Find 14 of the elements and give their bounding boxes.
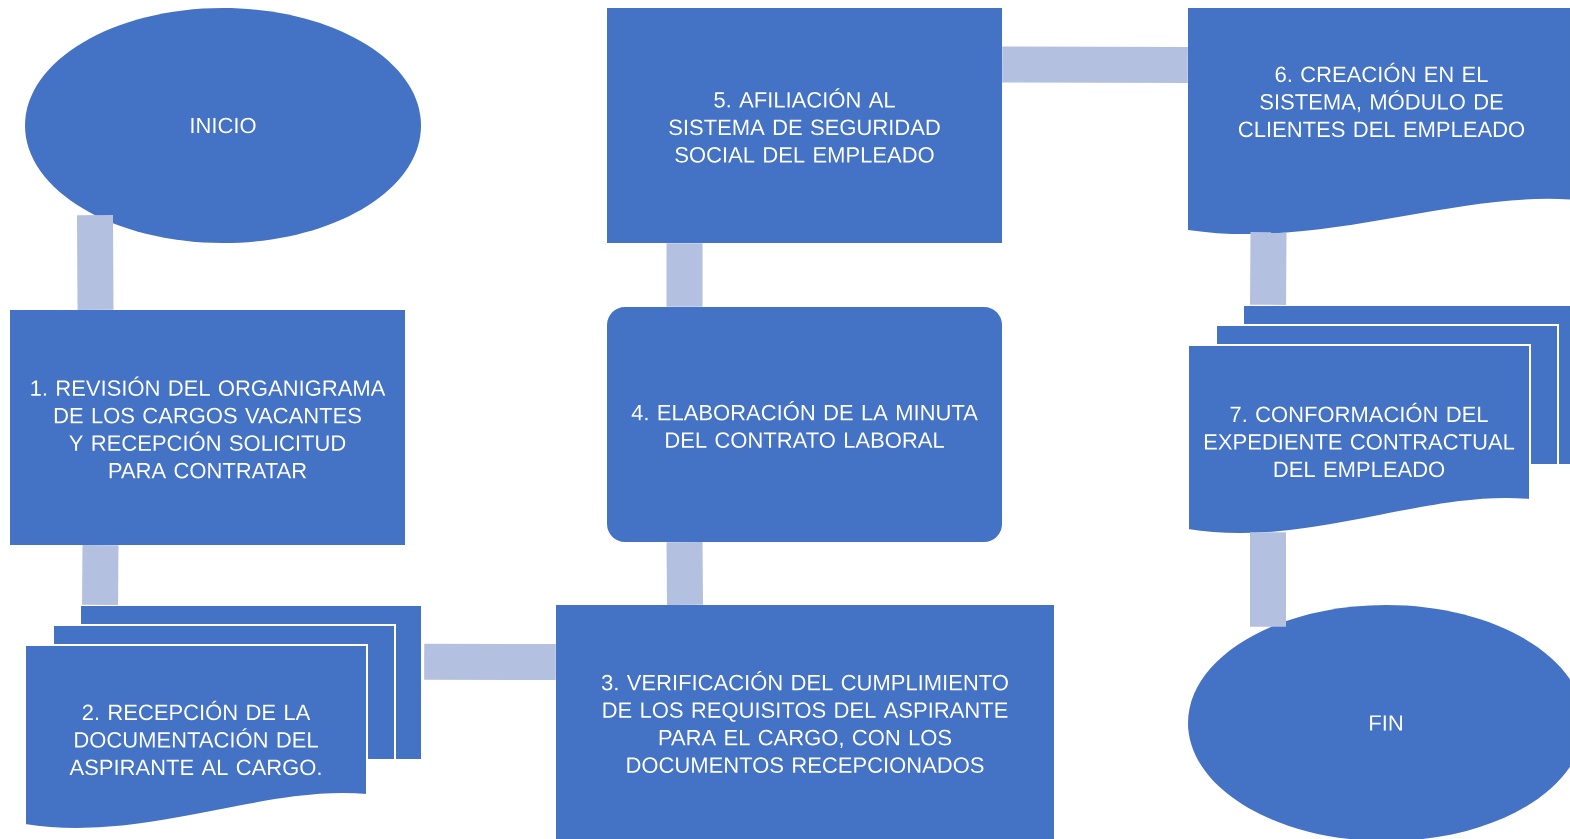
- document-stack: 7. CONFORMACIÓN DEL EXPEDIENTE CONTRACTUAL DEL EMPLEADO: [1187, 304, 1570, 536]
- process-box: 3. VERIFICACIÓN DEL CUMPLIMIENTO DE LOS REQUISITOS DEL ASPIRANTE PARA EL CARGO, CON LOS DOCUMENTOS RECEPCIONADOS: [556, 605, 1054, 839]
- connector-bar: [82, 545, 119, 605]
- connector-bar: [77, 215, 114, 310]
- document-stack: 2. RECEPCIÓN DE LA DOCUMENTACIÓN DEL ASPIRANTE AL CARGO.: [24, 604, 423, 831]
- rounded-box: 4. ELABORACIÓN DE LA MINUTA DEL CONTRATO LABORAL: [607, 307, 1002, 542]
- connector-bar: [1250, 232, 1287, 305]
- connector-bar: [666, 542, 703, 605]
- connector-bar: [666, 243, 703, 307]
- connector-bar: [1250, 532, 1286, 627]
- process-box: 1. REVISIÓN DEL ORGANIGRAMA DE LOS CARGOS VACANTES Y RECEPCIÓN SOLICITUD PARA CONTRATAR: [10, 310, 405, 545]
- connector-bar: [424, 643, 556, 680]
- connector-bar: [1002, 46, 1188, 83]
- process-box: 5. AFILIACIÓN AL SISTEMA DE SEGURIDAD SOCIAL DEL EMPLEADO: [607, 8, 1002, 243]
